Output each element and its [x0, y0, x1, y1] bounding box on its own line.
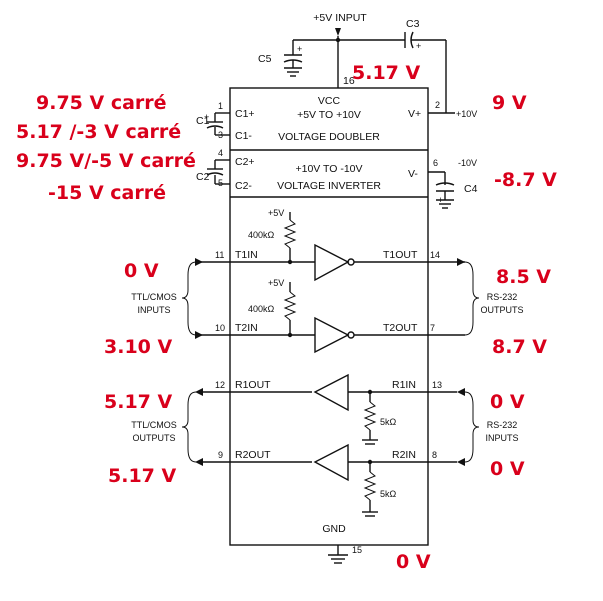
pin10-number: 10: [215, 323, 225, 333]
pin-vminus: V-: [408, 168, 418, 180]
annotation-t2out: 8.7 V: [492, 336, 547, 358]
r-in2: 5kΩ: [380, 489, 397, 499]
doubler-line1: +5V TO +10V: [297, 109, 361, 121]
r-pull2: 400kΩ: [248, 304, 275, 314]
c1-plate-b: [206, 125, 224, 129]
r-pull1: 400kΩ: [248, 230, 275, 240]
pin-t1out: T1OUT: [383, 249, 418, 261]
pin15-number: 15: [352, 545, 362, 555]
svg-text:+: +: [297, 44, 302, 54]
brace-rs232-inputs: [464, 391, 480, 463]
svg-text:+: +: [204, 112, 209, 122]
c2-label: C2: [196, 171, 210, 183]
ttl-in-2: INPUTS: [137, 305, 170, 315]
plus10v-label: +10V: [456, 109, 477, 119]
annotation-r2in: 0 V: [490, 458, 525, 480]
r-in1: 5kΩ: [380, 417, 397, 427]
gnd-label: GND: [322, 523, 346, 535]
annotation-c1m: 5.17 /-3 V carré: [16, 121, 181, 143]
annotation-r1out: 5.17 V: [104, 391, 172, 413]
pin-c2p: C2+: [235, 156, 255, 168]
pin2-number: 2: [435, 100, 440, 110]
c5-label: C5: [258, 53, 272, 65]
svg-text:+: +: [416, 41, 421, 51]
rs-in-1: RS-232: [487, 420, 518, 430]
minus10v-label: -10V: [458, 158, 477, 168]
ic-body: [229, 87, 429, 546]
driver-t1: [314, 243, 350, 282]
annotation-vminus: -8.7 V: [494, 169, 557, 191]
c2-plate-b: [206, 172, 224, 176]
vcc-label: VCC: [318, 95, 341, 107]
pin1-number: 1: [218, 101, 223, 111]
brace-rs232-outputs: [464, 261, 480, 336]
receiver-r1: [313, 373, 349, 412]
annotation-r2out: 5.17 V: [108, 465, 176, 487]
pin9-number: 9: [218, 450, 223, 460]
brace-ttl-inputs: [181, 261, 197, 336]
ttl-in-1: TTL/CMOS: [131, 292, 177, 302]
pin6-number: 6: [433, 158, 438, 168]
annotation-vplus: 9 V: [492, 92, 527, 114]
pin-vplus: V+: [408, 108, 421, 120]
ttl-out-2: OUTPUTS: [132, 433, 175, 443]
pin-t1in: T1IN: [235, 249, 258, 261]
rs-out-2: OUTPUTS: [480, 305, 523, 315]
pin-r1out: R1OUT: [235, 379, 271, 391]
c4-plate-a: [435, 182, 455, 186]
annotation-gnd: 0 V: [396, 551, 431, 573]
pin16-number: 16: [343, 75, 355, 87]
annotation-t1in: 0 V: [124, 260, 159, 282]
pin-r1in: R1IN: [392, 379, 416, 391]
pin-t2in: T2IN: [235, 322, 258, 334]
pin-c1m: C1-: [235, 130, 252, 142]
junction: [335, 37, 341, 43]
pin11-number: 11: [215, 250, 224, 260]
annotation-c1p: 9.75 V carré: [36, 92, 167, 114]
pin-r2in: R2IN: [392, 449, 416, 461]
rs-in-2: INPUTS: [485, 433, 518, 443]
annotation-t1out: 8.5 V: [496, 266, 551, 288]
pin8-number: 8: [432, 450, 437, 460]
pin-t2out: T2OUT: [383, 322, 418, 334]
ttl-out-1: TTL/CMOS: [131, 420, 177, 430]
annotation-vcc: 5.17 V: [352, 62, 420, 84]
annotation-c2p: 9.75 V/-5 V carré: [16, 150, 196, 172]
annotation-r1in: 0 V: [490, 391, 525, 413]
pull-v2: +5V: [268, 278, 284, 288]
driver-t2: [314, 316, 350, 354]
pin3-number: 3: [218, 130, 223, 140]
doubler-line2: VOLTAGE DOUBLER: [278, 131, 380, 143]
brace-ttl-outputs: [181, 391, 197, 463]
c4-label: C4: [464, 183, 478, 195]
receiver-r2: [313, 443, 349, 482]
pin4-number: 4: [218, 148, 223, 158]
pin12-number: 12: [215, 380, 225, 390]
inverter-line2: VOLTAGE INVERTER: [277, 180, 381, 192]
inverter-line1: +10V TO -10V: [295, 163, 362, 175]
pin-c2m: C2-: [235, 180, 252, 192]
input-resistor-1: [363, 401, 377, 431]
pin5-number: 5: [218, 178, 223, 188]
annotation-t2in: 3.10 V: [104, 336, 172, 358]
pullup-resistor-2: [283, 291, 297, 321]
input-resistor-2: [363, 471, 377, 501]
pin14-number: 14: [430, 250, 440, 260]
c3-label: C3: [406, 18, 420, 30]
input5v-label: +5V INPUT: [313, 12, 367, 24]
c1-label: C1: [196, 115, 210, 127]
pin7-number: 7: [430, 323, 435, 333]
input-arrow: [335, 28, 341, 36]
annotation-c2m: -15 V carré: [48, 182, 166, 204]
pull-v1: +5V: [268, 208, 284, 218]
pin13-number: 13: [432, 380, 442, 390]
pin-r2out: R2OUT: [235, 449, 271, 461]
rs-out-1: RS-232: [487, 292, 518, 302]
pin-c1p: C1+: [235, 108, 255, 120]
pullup-resistor-1: [283, 219, 297, 249]
